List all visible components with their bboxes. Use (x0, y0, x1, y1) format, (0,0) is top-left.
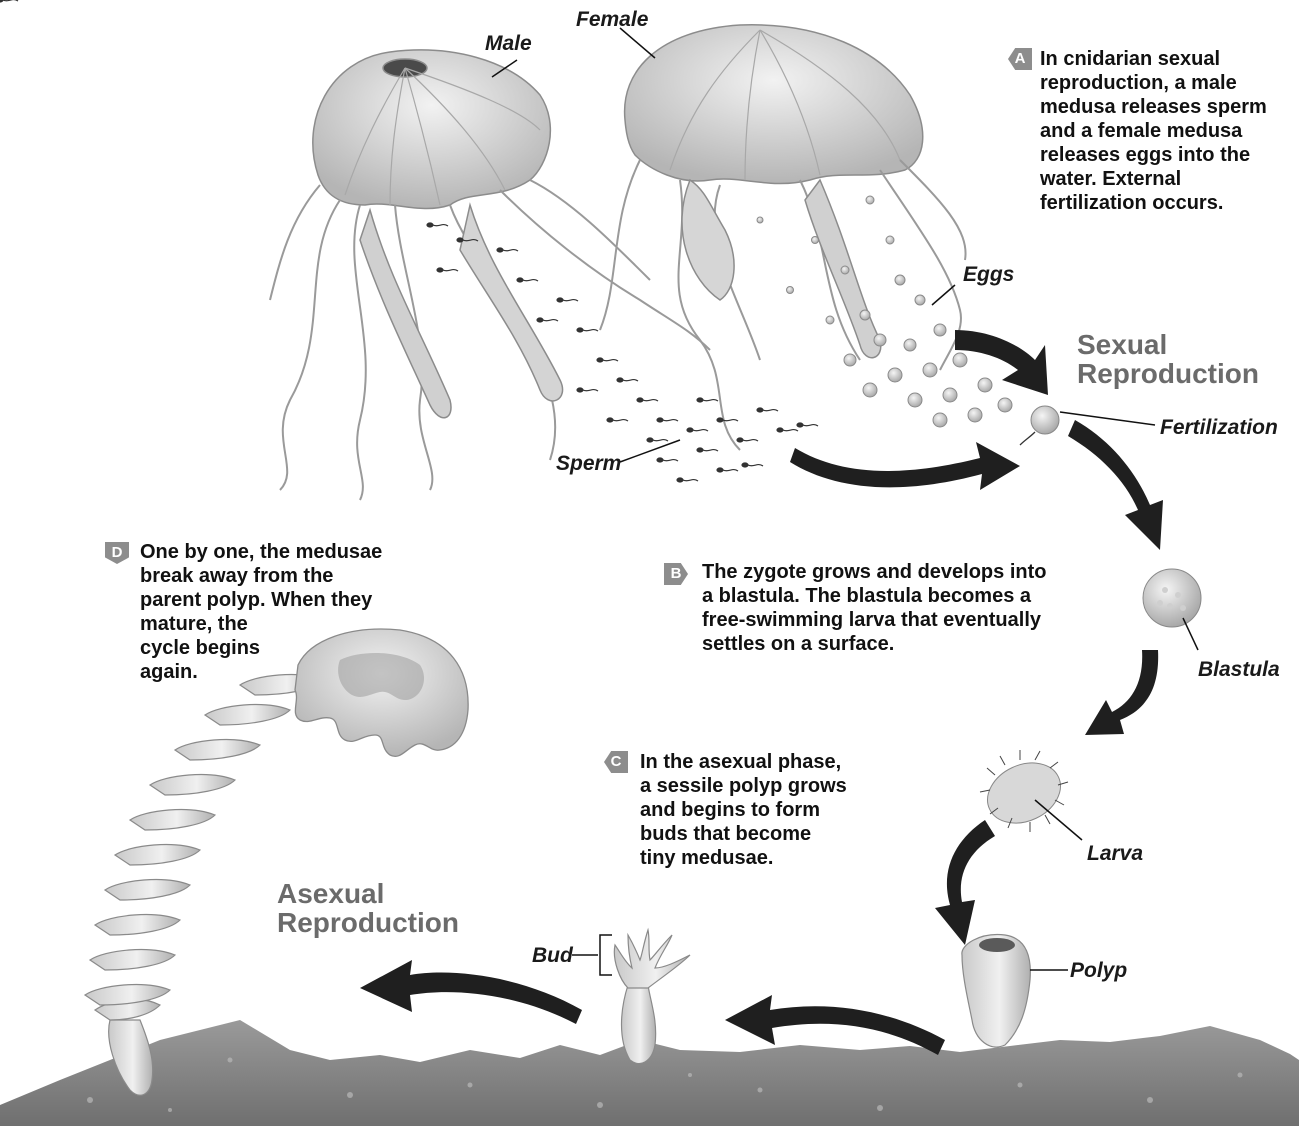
blastula (1143, 569, 1201, 627)
step-d-line: parent polyp. When they (140, 588, 430, 612)
phase-asexual-line1: Asexual (277, 879, 459, 908)
step-d-line: break away from the (140, 564, 430, 588)
step-a-line: fertilization occurs. (1040, 191, 1290, 215)
step-a-line: reproduction, a male (1040, 71, 1290, 95)
step-a-line: and a female medusa (1040, 119, 1290, 143)
step-b-line: a blastula. The blastula becomes a (702, 584, 1102, 608)
step-a-line: In cnidarian sexual (1040, 47, 1290, 71)
fertilized-egg (1020, 406, 1059, 445)
step-b-line: free-swimming larva that eventually (702, 608, 1102, 632)
step-d-line: One by one, the medusae (140, 540, 430, 564)
phase-sexual-reproduction: Sexual Reproduction (1077, 330, 1259, 388)
larva (978, 750, 1071, 834)
phase-asexual-line2: Reproduction (277, 908, 459, 937)
step-b-line: settles on a surface. (702, 632, 1102, 656)
step-c-text: In the asexual phase, a sessile polyp gr… (640, 750, 880, 870)
step-a-text: In cnidarian sexual reproduction, a male… (1040, 47, 1290, 215)
label-polyp: Polyp (1070, 959, 1127, 983)
step-c-line: tiny medusae. (640, 846, 880, 870)
phase-sexual-line2: Reproduction (1077, 359, 1259, 388)
budding-polyp (614, 930, 690, 1064)
eggs-cloud (757, 196, 1012, 427)
label-bud: Bud (532, 944, 573, 968)
polyp (962, 935, 1030, 1047)
step-d-text: One by one, the medusae break away from … (140, 540, 430, 684)
step-a-line: water. External (1040, 167, 1290, 191)
label-male: Male (485, 32, 532, 56)
label-larva: Larva (1087, 842, 1143, 866)
step-d-line: mature, the (140, 612, 430, 636)
cycle-arrows (360, 330, 1163, 1055)
step-b-line: The zygote grows and develops into (702, 560, 1102, 584)
step-c-line: a sessile polyp grows (640, 774, 880, 798)
step-b-text: The zygote grows and develops into a bla… (702, 560, 1102, 656)
step-d-line: again. (140, 660, 430, 684)
step-a-line: medusa releases sperm (1040, 95, 1290, 119)
label-sperm: Sperm (556, 452, 621, 476)
step-a-line: releases eggs into the (1040, 143, 1290, 167)
step-c-line: In the asexual phase, (640, 750, 880, 774)
female-medusa (600, 25, 966, 450)
phase-sexual-line1: Sexual (1077, 330, 1259, 359)
label-eggs: Eggs (963, 263, 1014, 287)
label-blastula: Blastula (1198, 658, 1280, 682)
label-fertilization: Fertilization (1160, 416, 1278, 440)
label-female: Female (576, 8, 648, 32)
step-c-line: buds that become (640, 822, 880, 846)
phase-asexual-reproduction: Asexual Reproduction (277, 879, 459, 937)
step-c-line: and begins to form (640, 798, 880, 822)
step-d-line: cycle begins (140, 636, 430, 660)
